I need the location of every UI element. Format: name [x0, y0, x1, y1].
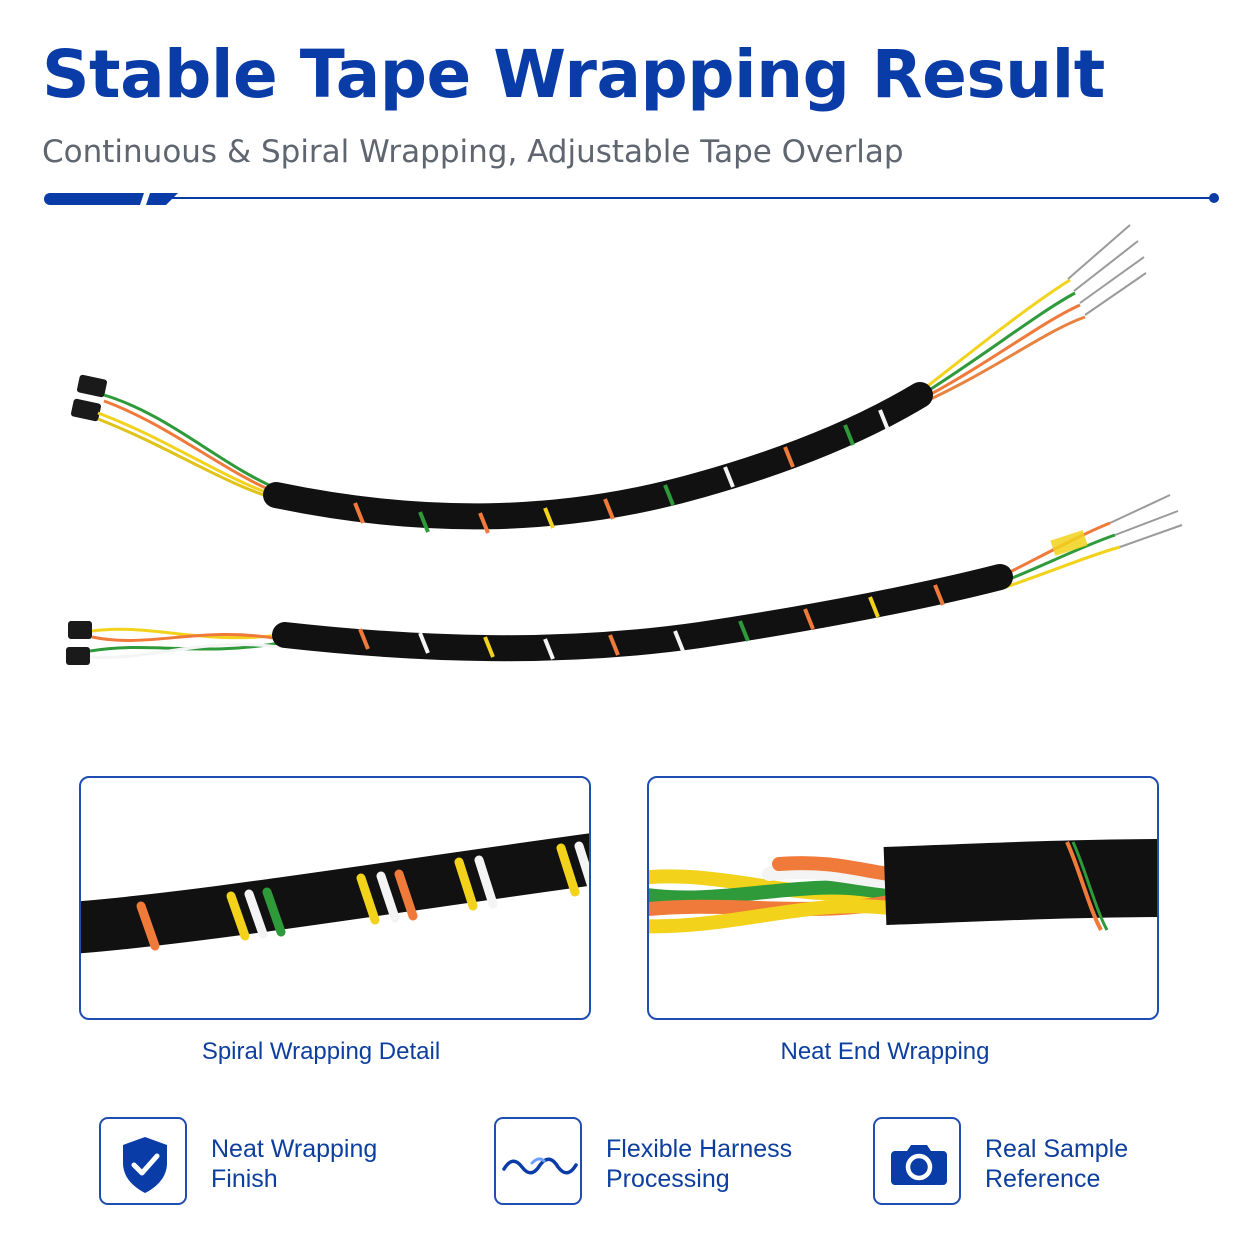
neat-end-wrapping-caption: Neat End Wrapping — [780, 1038, 990, 1065]
page-title: Stable Tape Wrapping Result — [42, 36, 1105, 113]
feature-label-line1: Flexible Harness — [606, 1135, 793, 1163]
spiral-wrapping-caption: Spiral Wrapping Detail — [201, 1038, 441, 1065]
feature-label: Real Sample Reference — [985, 1134, 1225, 1194]
feature-label: Flexible Harness Processing — [606, 1134, 846, 1194]
spiral-wrapping-photo — [81, 833, 589, 954]
neat-end-wrapping-card — [647, 776, 1159, 1020]
page-subtitle: Continuous & Spiral Wrapping, Adjustable… — [42, 134, 904, 170]
wave-icon — [502, 1157, 578, 1175]
end-wrapping-photo — [649, 839, 1157, 934]
feature-label-line2: Reference — [985, 1165, 1101, 1193]
feature-label-line1: Neat Wrapping — [211, 1135, 378, 1163]
spiral-wrapping-detail-card — [79, 776, 591, 1020]
feature-label-line2: Processing — [606, 1165, 730, 1193]
camera-icon — [891, 1145, 947, 1185]
lower-harness — [66, 494, 1183, 665]
harness-photo — [66, 224, 1183, 665]
header-divider — [44, 193, 1219, 205]
feature-icon-box — [494, 1117, 582, 1205]
feature-icon-box — [99, 1117, 187, 1205]
feature-icon-box — [873, 1117, 961, 1205]
feature-label-line1: Real Sample — [985, 1135, 1129, 1163]
upper-harness — [70, 224, 1147, 534]
shield-check-icon — [123, 1137, 167, 1193]
feature-label: Neat Wrapping Finish — [211, 1134, 451, 1194]
feature-label-line2: Finish — [211, 1165, 278, 1193]
